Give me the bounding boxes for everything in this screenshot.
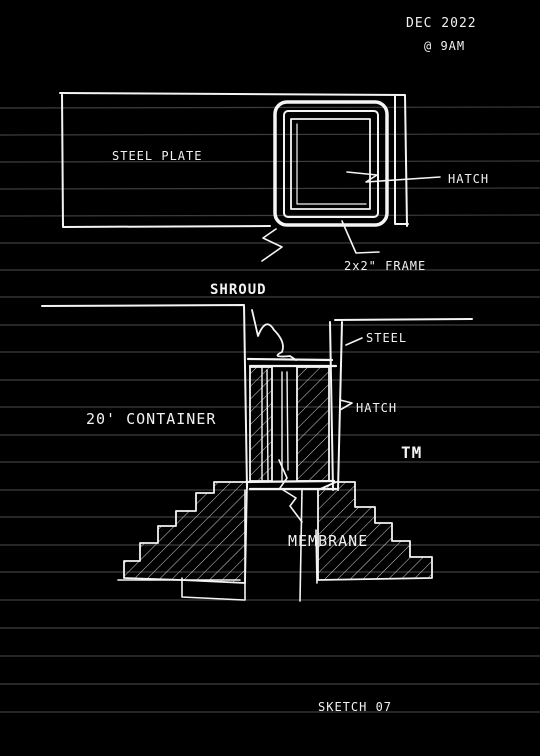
hatch-frame-inner bbox=[283, 110, 379, 218]
foundation-lines bbox=[117, 489, 318, 602]
container-label: 20' CONTAINER bbox=[86, 410, 216, 428]
frame-label: 2x2" FRAME bbox=[344, 259, 426, 273]
membrane-right-steps bbox=[317, 481, 433, 581]
hatch-panel-inner-edge bbox=[296, 123, 367, 205]
shroud-leader bbox=[261, 228, 283, 262]
section-view: STEEL 20' CONTAINER HATCH TM MEMBRANE bbox=[41, 304, 473, 602]
hatch-left-stack bbox=[249, 366, 273, 482]
tm-label: TM bbox=[401, 443, 422, 462]
hatch-right-stack bbox=[296, 366, 330, 482]
steel-label: STEEL bbox=[366, 331, 407, 345]
section-hatch-leader bbox=[339, 399, 353, 411]
hatch-top-cap bbox=[246, 357, 338, 368]
membrane-left-steps bbox=[123, 481, 248, 584]
hatch-panel bbox=[290, 118, 371, 210]
date-label: DEC 2022 bbox=[406, 16, 477, 31]
shroud-squiggle bbox=[251, 309, 297, 361]
steel-plate-label: STEEL PLATE bbox=[112, 149, 202, 163]
plan-view: STEEL PLATE HATCH 2x2" FRAME SHROUD bbox=[59, 92, 489, 298]
container-roof-right bbox=[329, 318, 473, 491]
membrane-leader bbox=[278, 459, 303, 523]
time-label: @ 9AM bbox=[424, 39, 465, 53]
hatch-leader bbox=[346, 171, 441, 183]
steel-leader bbox=[345, 337, 363, 346]
shroud-label: SHROUD bbox=[210, 282, 267, 298]
sketch-number-label: SKETCH 07 bbox=[318, 700, 392, 714]
membrane-label: MEMBRANE bbox=[288, 532, 368, 550]
hatch-mid-lines bbox=[261, 366, 289, 481]
container-roof-left bbox=[41, 304, 248, 489]
steel-plate-outline bbox=[59, 92, 409, 228]
section-hatch-label: HATCH bbox=[356, 401, 397, 415]
frame-leader bbox=[341, 220, 380, 254]
plan-hatch-label: HATCH bbox=[448, 172, 489, 186]
hatch-frame-outer bbox=[273, 100, 389, 227]
